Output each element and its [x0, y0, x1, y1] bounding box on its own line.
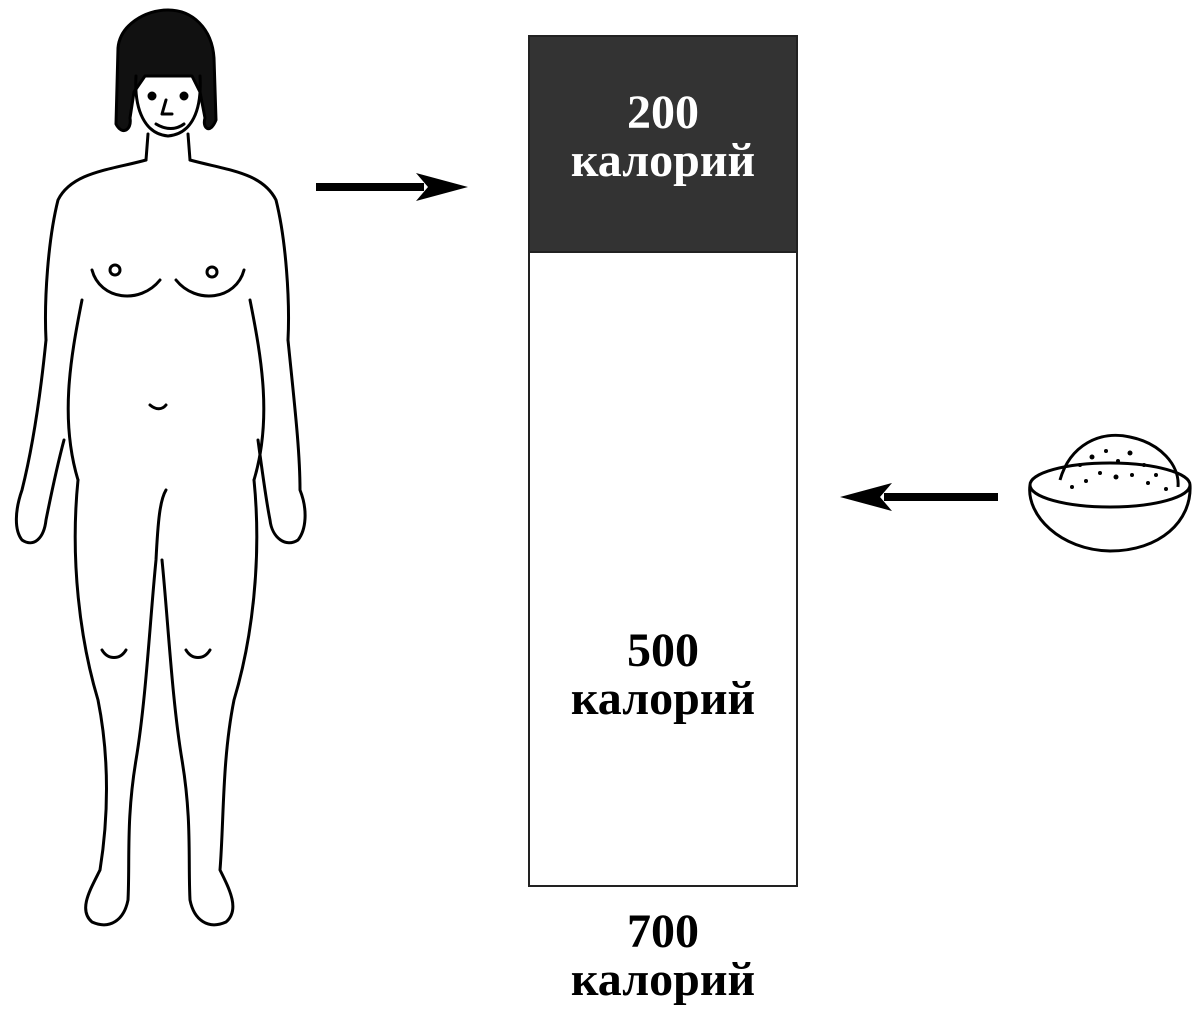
spent-calories-block: 200 калорий: [530, 37, 796, 253]
stored-calories-unit: калорий: [530, 675, 796, 723]
arrow-right-icon: [316, 170, 470, 204]
total-calories-unit: калорий: [528, 956, 798, 1004]
calorie-bar: 200 калорий 500 калорий: [528, 35, 798, 887]
human-figure-icon: [0, 0, 320, 1018]
spent-calories-label: 200 калорий: [530, 89, 796, 185]
total-calories-label: 700 калорий: [528, 908, 798, 1004]
spent-calories-value: 200: [530, 89, 796, 137]
spent-calories-unit: калорий: [530, 137, 796, 185]
food-bowl-icon: [1020, 425, 1197, 565]
arrow-left-icon: [838, 480, 1000, 514]
total-calories-value: 700: [528, 908, 798, 956]
stored-calories-label: 500 калорий: [530, 627, 796, 723]
stored-calories-value: 500: [530, 627, 796, 675]
